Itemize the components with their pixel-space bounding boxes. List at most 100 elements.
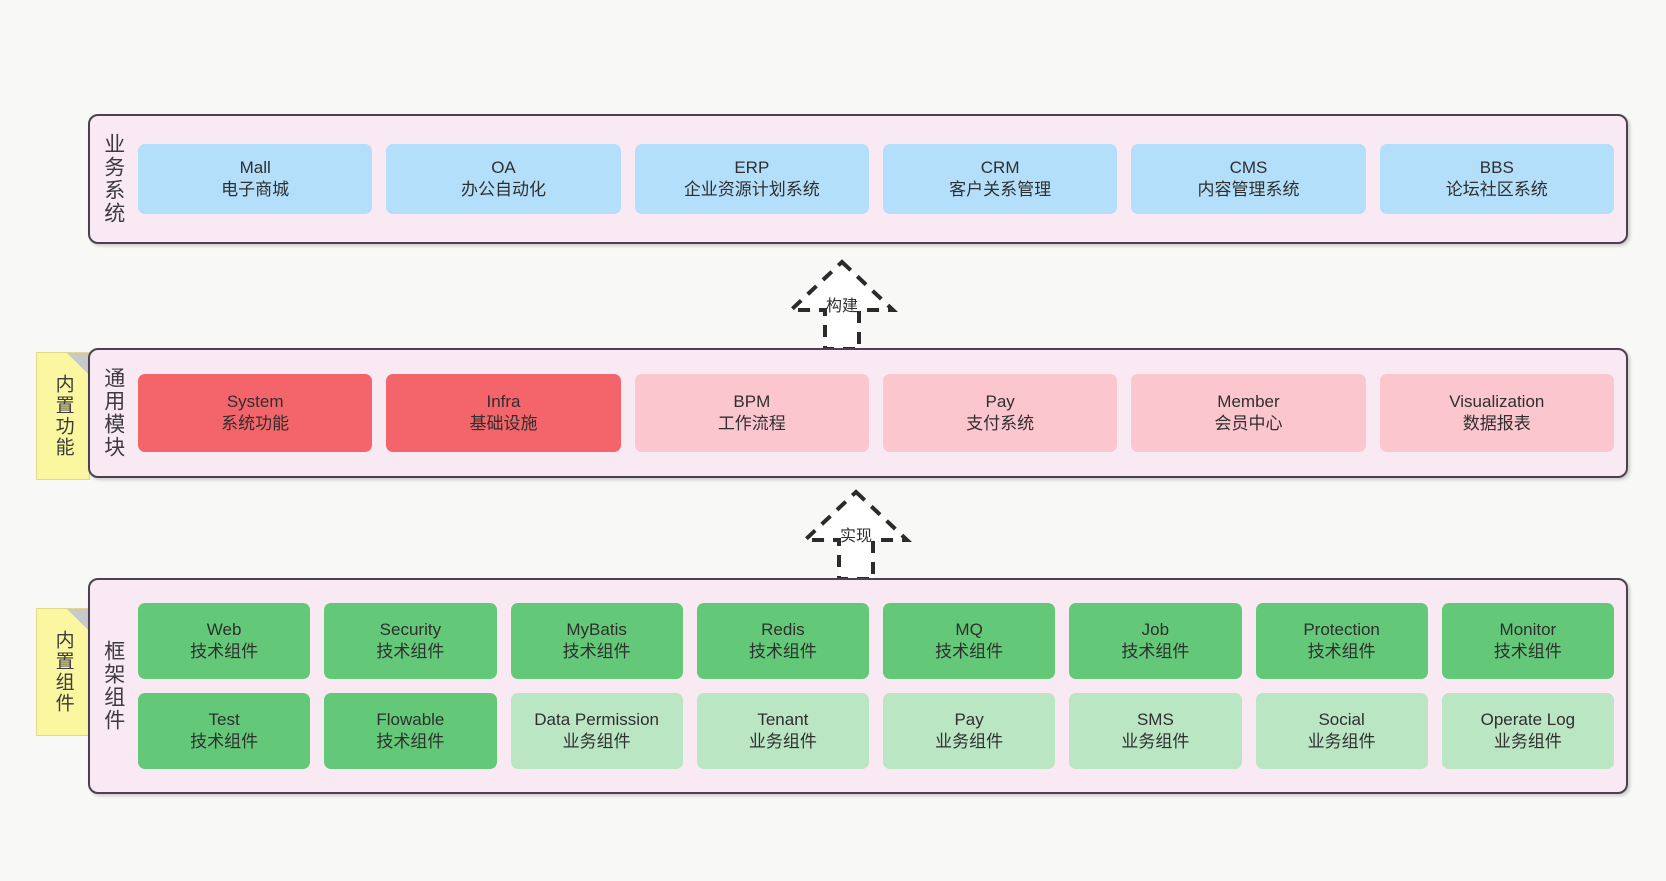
component-card-social[interactable]: Social 业务组件	[1255, 693, 1428, 769]
module-name: Member	[1217, 391, 1280, 411]
module-card-visualization[interactable]: Visualization 数据报表	[1379, 374, 1614, 452]
module-desc: 基础设施	[469, 414, 538, 433]
component-card-job[interactable]: Job 技术组件	[1069, 603, 1242, 679]
connector-implement-arrow: 实现	[776, 488, 936, 583]
module-name: BBS	[1479, 157, 1514, 177]
component-name: Test	[208, 709, 240, 729]
component-name: Redis	[761, 619, 805, 639]
component-desc: 技术组件	[748, 642, 817, 661]
module-card-cms[interactable]: CMS 内容管理系统	[1131, 144, 1366, 214]
layer-body-common: System 系统功能 Infra 基础设施 BPM 工作流程 Pay 支付系统…	[136, 350, 1626, 476]
layer-title-business: 业务系统	[101, 133, 125, 225]
module-card-bbs[interactable]: BBS 论坛社区系统	[1379, 144, 1614, 214]
note-text: 内置组件	[52, 630, 74, 714]
component-card-test[interactable]: Test 技术组件	[138, 693, 311, 769]
module-name: CRM	[980, 157, 1020, 177]
component-name: Web	[206, 619, 242, 639]
layer-row: Test 技术组件 Flowable 技术组件 Data Permission …	[138, 693, 1614, 769]
layer-title-common: 通用模块	[101, 367, 125, 459]
connector-build-arrow: 构建	[762, 258, 922, 353]
module-card-pay[interactable]: Pay 支付系统	[882, 374, 1118, 452]
component-card-tenant[interactable]: Tenant 业务组件	[696, 693, 869, 769]
layer-business-system: 业务系统 Mall 电子商城 OA 办公自动化 ERP 企业资源计划系统 CRM…	[88, 114, 1628, 244]
module-card-bpm[interactable]: BPM 工作流程	[634, 374, 869, 452]
module-desc: 会员中心	[1214, 414, 1283, 433]
component-desc: 技术组件	[376, 642, 445, 661]
module-name: Mall	[239, 157, 271, 177]
component-desc: 业务组件	[1493, 732, 1562, 751]
component-desc: 技术组件	[190, 642, 259, 661]
component-name: SMS	[1136, 709, 1174, 729]
component-card-security[interactable]: Security 技术组件	[324, 603, 497, 679]
component-name: Operate Log	[1480, 709, 1576, 729]
connector-label-build: 构建	[825, 298, 859, 315]
module-card-crm[interactable]: CRM 客户关系管理	[882, 144, 1118, 214]
component-desc: 业务组件	[1307, 732, 1376, 751]
module-name: Infra	[486, 391, 521, 411]
module-desc: 电子商城	[221, 180, 290, 199]
component-card-mybatis[interactable]: MyBatis 技术组件	[510, 603, 683, 679]
component-name: Monitor	[1499, 619, 1557, 639]
module-desc: 数据报表	[1462, 414, 1531, 433]
module-name: Pay	[985, 391, 1015, 411]
component-name: Pay	[954, 709, 984, 729]
module-desc: 系统功能	[221, 414, 290, 433]
component-desc: 技术组件	[562, 642, 631, 661]
module-card-mall[interactable]: Mall 电子商城	[138, 144, 373, 214]
component-name: MyBatis	[566, 619, 627, 639]
component-name: Job	[1141, 619, 1170, 639]
module-card-erp[interactable]: ERP 企业资源计划系统	[634, 144, 869, 214]
generalization-arrow-shape	[785, 259, 899, 351]
module-desc: 论坛社区系统	[1445, 180, 1548, 199]
component-card-protection[interactable]: Protection 技术组件	[1255, 603, 1428, 679]
layer-row: Web 技术组件 Security 技术组件 MyBatis 技术组件 Redi…	[138, 603, 1614, 679]
component-desc: 技术组件	[1307, 642, 1376, 661]
component-card-data-permission[interactable]: Data Permission 业务组件	[510, 693, 683, 769]
layer-common-module: 通用模块 System 系统功能 Infra 基础设施 BPM 工作流程 Pay…	[88, 348, 1628, 478]
connector-label-implement: 实现	[839, 528, 873, 545]
note-builtin-component: 内置组件	[36, 608, 90, 736]
module-name: OA	[491, 157, 516, 177]
component-card-flowable[interactable]: Flowable 技术组件	[324, 693, 497, 769]
component-card-sms[interactable]: SMS 业务组件	[1069, 693, 1242, 769]
component-card-operate-log[interactable]: Operate Log 业务组件	[1441, 693, 1614, 769]
component-card-mq[interactable]: MQ 技术组件	[883, 603, 1056, 679]
component-desc: 技术组件	[190, 732, 259, 751]
note-builtin-function: 内置功能	[36, 352, 90, 480]
module-desc: 客户关系管理	[949, 180, 1052, 199]
component-card-pay[interactable]: Pay 业务组件	[883, 693, 1056, 769]
component-desc: 业务组件	[1121, 732, 1190, 751]
layer-body-business: Mall 电子商城 OA 办公自动化 ERP 企业资源计划系统 CRM 客户关系…	[136, 116, 1626, 242]
layer-body-framework: Web 技术组件 Security 技术组件 MyBatis 技术组件 Redi…	[136, 580, 1626, 792]
component-desc: 技术组件	[935, 642, 1004, 661]
component-name: Tenant	[757, 709, 809, 729]
note-text: 内置功能	[52, 374, 74, 458]
module-desc: 办公自动化	[460, 180, 546, 199]
generalization-arrow-shape	[799, 489, 913, 581]
component-name: MQ	[955, 619, 983, 639]
module-desc: 工作流程	[717, 414, 786, 433]
module-name: System	[226, 391, 284, 411]
component-card-monitor[interactable]: Monitor 技术组件	[1441, 603, 1614, 679]
component-name: Social	[1318, 709, 1365, 729]
component-desc: 业务组件	[562, 732, 631, 751]
component-name: Flowable	[376, 709, 445, 729]
module-card-infra[interactable]: Infra 基础设施	[386, 374, 621, 452]
component-name: Data Permission	[534, 709, 659, 729]
module-card-oa[interactable]: OA 办公自动化	[386, 144, 621, 214]
layer-row: Mall 电子商城 OA 办公自动化 ERP 企业资源计划系统 CRM 客户关系…	[138, 144, 1614, 214]
component-name: Protection	[1303, 619, 1380, 639]
layer-title-framework: 框架组件	[101, 640, 125, 732]
module-name: CMS	[1229, 157, 1268, 177]
module-card-system[interactable]: System 系统功能	[138, 374, 373, 452]
module-name: Visualization	[1449, 391, 1545, 411]
component-card-web[interactable]: Web 技术组件	[138, 603, 311, 679]
module-name: BPM	[733, 391, 771, 411]
component-desc: 业务组件	[748, 732, 817, 751]
component-desc: 技术组件	[1121, 642, 1190, 661]
component-card-redis[interactable]: Redis 技术组件	[696, 603, 869, 679]
module-card-member[interactable]: Member 会员中心	[1131, 374, 1366, 452]
module-desc: 内容管理系统	[1197, 180, 1300, 199]
component-desc: 技术组件	[376, 732, 445, 751]
